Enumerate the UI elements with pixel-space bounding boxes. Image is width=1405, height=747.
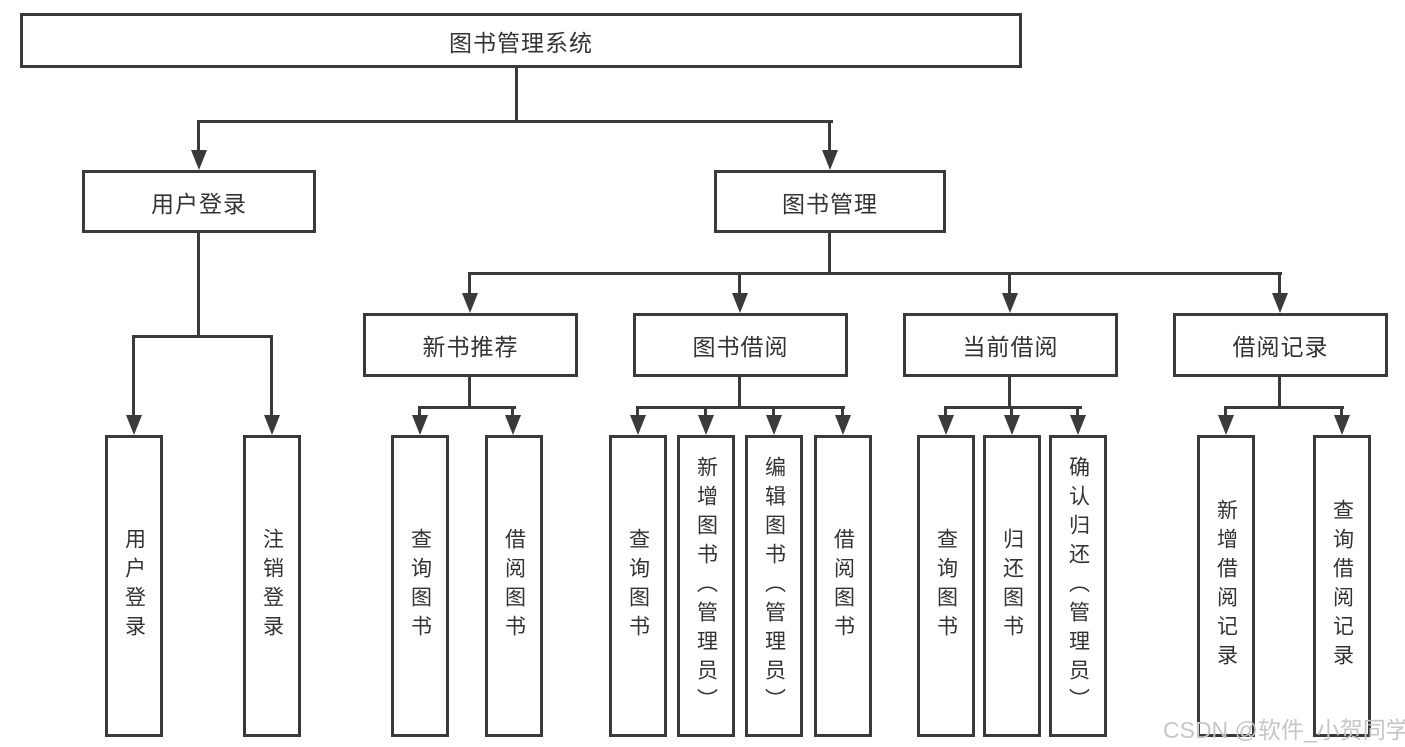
- node-book-management: 图书管理: [714, 170, 946, 233]
- arrowhead-down-icon: [1070, 415, 1086, 435]
- arrowhead-down-icon: [732, 293, 748, 313]
- arrowhead-down-icon: [630, 415, 646, 435]
- node-borrow-records: 借阅记录: [1173, 313, 1388, 377]
- node-current-borrow: 当前借阅: [903, 313, 1118, 377]
- node-leaf-borrow-books-recommend: 借阅图书: [485, 435, 543, 737]
- connector-line: [418, 406, 516, 409]
- connector-line: [468, 377, 471, 408]
- connector-line: [828, 120, 831, 152]
- arrowhead-down-icon: [191, 150, 207, 170]
- leaf-label: 归还图书: [1000, 528, 1024, 644]
- node-leaf-query-books-borrow: 查询图书: [609, 435, 667, 737]
- arrowhead-down-icon: [505, 415, 521, 435]
- node-leaf-return-books: 归还图书: [983, 435, 1041, 737]
- arrowhead-down-icon: [1272, 293, 1288, 313]
- connector-line: [270, 335, 273, 417]
- leaf-label: 用户登录: [122, 528, 146, 644]
- node-leaf-add-books-admin: 新增图书（管理员）: [677, 435, 735, 737]
- arrowhead-down-icon: [1218, 415, 1234, 435]
- node-leaf-confirm-return-admin: 确认归还（管理员）: [1049, 435, 1107, 737]
- connector-line: [132, 335, 135, 417]
- arrowhead-down-icon: [835, 415, 851, 435]
- connector-line: [468, 272, 471, 295]
- connector-line: [1278, 272, 1281, 295]
- connector-line: [636, 406, 845, 409]
- connector-line: [197, 233, 200, 337]
- leaf-label: 查询图书: [934, 528, 958, 644]
- node-leaf-user-login: 用户登录: [105, 435, 163, 737]
- arrowhead-down-icon: [698, 415, 714, 435]
- connector-line: [418, 406, 421, 417]
- node-leaf-edit-books-admin: 编辑图书（管理员）: [745, 435, 803, 737]
- arrowhead-down-icon: [1004, 415, 1020, 435]
- node-root: 图书管理系统: [20, 13, 1022, 68]
- node-leaf-borrow-books: 借阅图书: [814, 435, 872, 737]
- connector-line: [1224, 406, 1344, 409]
- node-user-login: 用户登录: [82, 170, 316, 233]
- connector-line: [132, 335, 273, 338]
- leaf-label: 新增借阅记录: [1214, 499, 1238, 673]
- connector-line: [944, 406, 947, 417]
- connector-line: [636, 406, 639, 417]
- arrowhead-down-icon: [412, 415, 428, 435]
- arrowhead-down-icon: [1334, 415, 1350, 435]
- node-book-borrow: 图书借阅: [633, 313, 848, 377]
- arrowhead-down-icon: [264, 415, 280, 435]
- leaf-label: 编辑图书（管理员）: [762, 455, 786, 717]
- connector-line: [738, 272, 741, 295]
- leaf-label: 注销登录: [260, 528, 284, 644]
- connector-line: [841, 406, 844, 417]
- arrowhead-down-icon: [1002, 293, 1018, 313]
- connector-line: [704, 406, 707, 417]
- leaf-label: 查询图书: [408, 528, 432, 644]
- connector-line: [1076, 406, 1079, 417]
- arrowhead-down-icon: [766, 415, 782, 435]
- connector-line: [944, 406, 1082, 409]
- arrowhead-down-icon: [462, 293, 478, 313]
- connector-line: [1224, 406, 1227, 417]
- node-leaf-query-books-current: 查询图书: [917, 435, 975, 737]
- leaf-label: 借阅图书: [831, 528, 855, 644]
- connector-line: [1010, 406, 1013, 417]
- connector-line: [772, 406, 775, 417]
- connector-line: [1008, 272, 1011, 295]
- connector-line: [1278, 377, 1281, 408]
- connector-line: [1340, 406, 1343, 417]
- connector-line: [511, 406, 514, 417]
- node-leaf-add-borrow-record: 新增借阅记录: [1197, 435, 1255, 737]
- node-leaf-query-borrow-record: 查询借阅记录: [1313, 435, 1371, 737]
- arrowhead-down-icon: [126, 415, 142, 435]
- arrowhead-down-icon: [938, 415, 954, 435]
- node-new-book-recommend: 新书推荐: [363, 313, 578, 377]
- watermark: CSDN @软件_小贺同学: [1163, 717, 1405, 743]
- leaf-label: 确认归还（管理员）: [1066, 455, 1090, 717]
- leaf-label: 新增图书（管理员）: [694, 455, 718, 717]
- connector-line: [738, 377, 741, 408]
- connector-line: [468, 272, 1282, 275]
- connector-line: [197, 120, 833, 123]
- arrowhead-down-icon: [822, 150, 838, 170]
- leaf-label: 查询借阅记录: [1330, 499, 1354, 673]
- connector-line: [1008, 377, 1011, 408]
- leaf-label: 借阅图书: [502, 528, 526, 644]
- leaf-label: 查询图书: [626, 528, 650, 644]
- node-leaf-logout: 注销登录: [243, 435, 301, 737]
- connector-line: [197, 120, 200, 152]
- connector-line: [828, 233, 831, 274]
- node-leaf-query-books-recommend: 查询图书: [391, 435, 449, 737]
- connector-line: [515, 68, 518, 122]
